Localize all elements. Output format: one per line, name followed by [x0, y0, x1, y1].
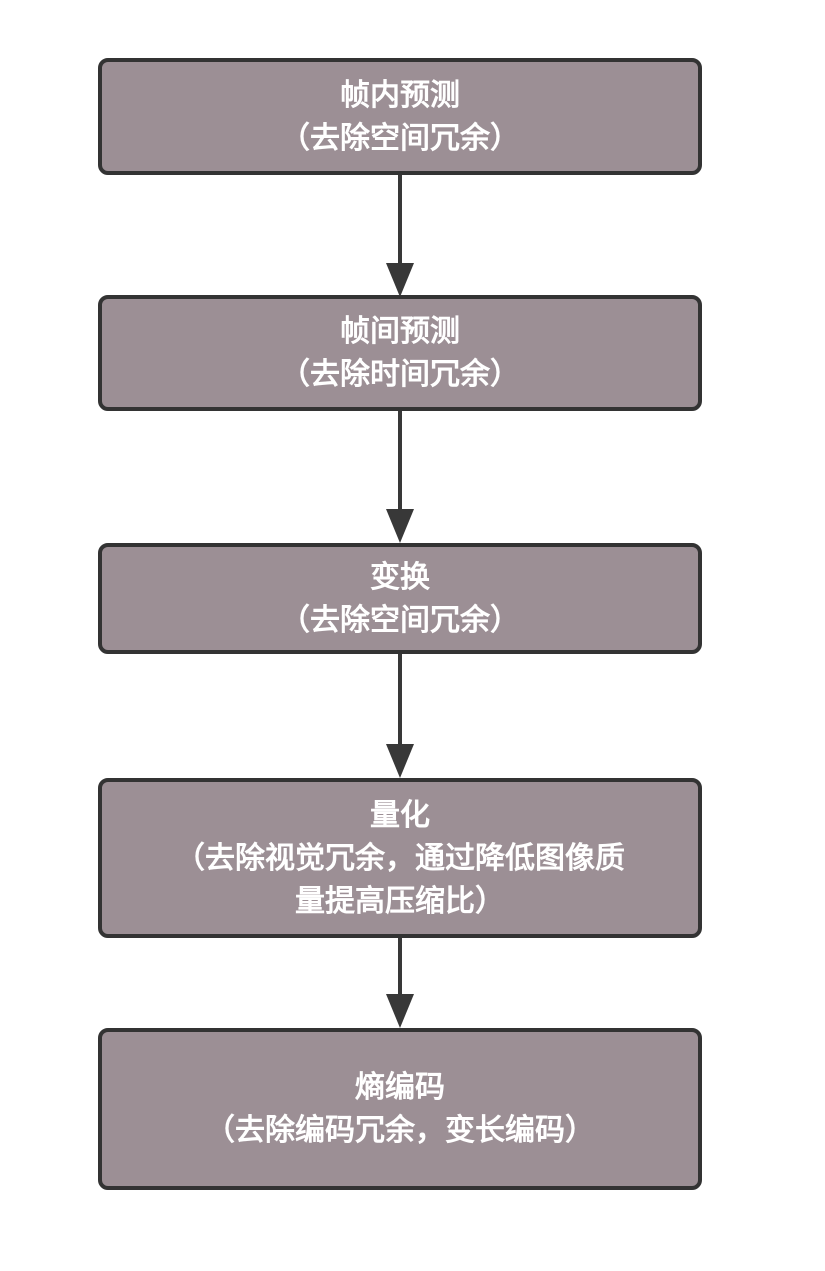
node-subtitle: （去除空间冗余）: [280, 121, 520, 155]
node-title: 帧间预测: [340, 315, 460, 348]
flow-node-quantization: 量化 （去除视觉冗余，通过降低图像质 量提高压缩比）: [98, 778, 702, 938]
node-title: 熵编码: [355, 1071, 445, 1104]
arrow-down-icon: [386, 654, 414, 778]
arrow-shaft: [398, 938, 402, 1008]
flow-node-inter-prediction: 帧间预测 （去除时间冗余）: [98, 295, 702, 411]
node-subtitle: （去除编码冗余，变长编码）: [205, 1114, 595, 1147]
arrow-head: [386, 744, 414, 778]
flow-node-intra-prediction: 帧内预测 （去除空间冗余）: [98, 58, 702, 175]
node-subtitle: （去除时间冗余）: [280, 358, 520, 391]
arrow-shaft: [398, 411, 402, 523]
arrow-down-icon: [386, 175, 414, 297]
flow-node-transform: 变换 （去除空间冗余）: [98, 543, 702, 654]
node-title: 帧内预测: [340, 78, 460, 112]
arrow-shaft: [398, 175, 402, 277]
arrow-shaft: [398, 654, 402, 758]
node-title: 变换: [370, 560, 430, 594]
arrow-down-icon: [386, 938, 414, 1028]
node-subtitle: （去除空间冗余）: [280, 603, 520, 637]
arrow-head: [386, 994, 414, 1028]
node-subtitle: 量提高压缩比）: [295, 884, 505, 918]
node-subtitle: （去除视觉冗余，通过降低图像质: [175, 841, 625, 875]
arrow-head: [386, 263, 414, 297]
flow-node-entropy-coding: 熵编码 （去除编码冗余，变长编码）: [98, 1028, 702, 1190]
arrow-down-icon: [386, 411, 414, 543]
arrow-head: [386, 509, 414, 543]
node-title: 量化: [370, 798, 430, 832]
